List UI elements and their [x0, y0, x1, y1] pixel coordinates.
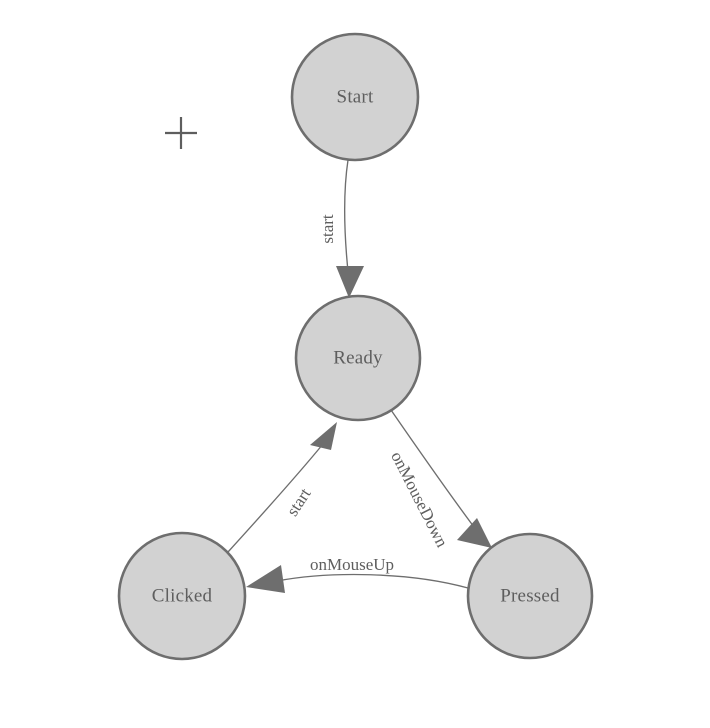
edge-label-clicked-to-ready: start [283, 484, 315, 519]
arrowhead-into-pressed [457, 518, 492, 548]
node-clicked[interactable]: Clicked [117, 531, 247, 661]
edge-path-clicked-to-ready [227, 443, 324, 553]
arrowhead-into-clicked [246, 565, 285, 593]
edge-path-pressed-to-clicked [276, 573, 469, 589]
edge-path-ready-to-pressed [390, 409, 481, 536]
node-pressed-label: Pressed [500, 585, 560, 606]
edge-ready-to-pressed[interactable] [390, 409, 492, 548]
edge-pressed-to-clicked[interactable] [246, 565, 469, 593]
arrowhead-into-ready-from-start [336, 266, 364, 298]
edge-path-start-to-ready [343, 159, 350, 282]
node-ready-circle [294, 294, 422, 422]
plus-marker-icon[interactable] [165, 117, 197, 149]
arrowhead-into-ready-from-clicked [310, 422, 337, 450]
node-clicked-label: Clicked [152, 585, 213, 606]
node-layer: Start Ready Clicked Pressed [117, 32, 594, 661]
node-pressed[interactable]: Pressed [466, 532, 594, 660]
node-clicked-circle [117, 531, 247, 661]
edge-label-pressed-to-clicked: onMouseUp [310, 555, 394, 574]
edge-start-to-ready[interactable] [336, 159, 364, 298]
node-ready[interactable]: Ready [294, 294, 422, 422]
node-start-label: Start [337, 86, 374, 107]
node-pressed-circle [466, 532, 594, 660]
node-ready-label: Ready [333, 347, 383, 368]
edge-label-start-to-ready: start [318, 214, 337, 244]
edge-clicked-to-ready[interactable] [227, 422, 337, 553]
edge-label-ready-to-pressed: onMouseDown [387, 448, 452, 550]
edge-layer [227, 159, 492, 593]
node-start[interactable]: Start [290, 32, 420, 162]
node-start-circle [290, 32, 420, 162]
